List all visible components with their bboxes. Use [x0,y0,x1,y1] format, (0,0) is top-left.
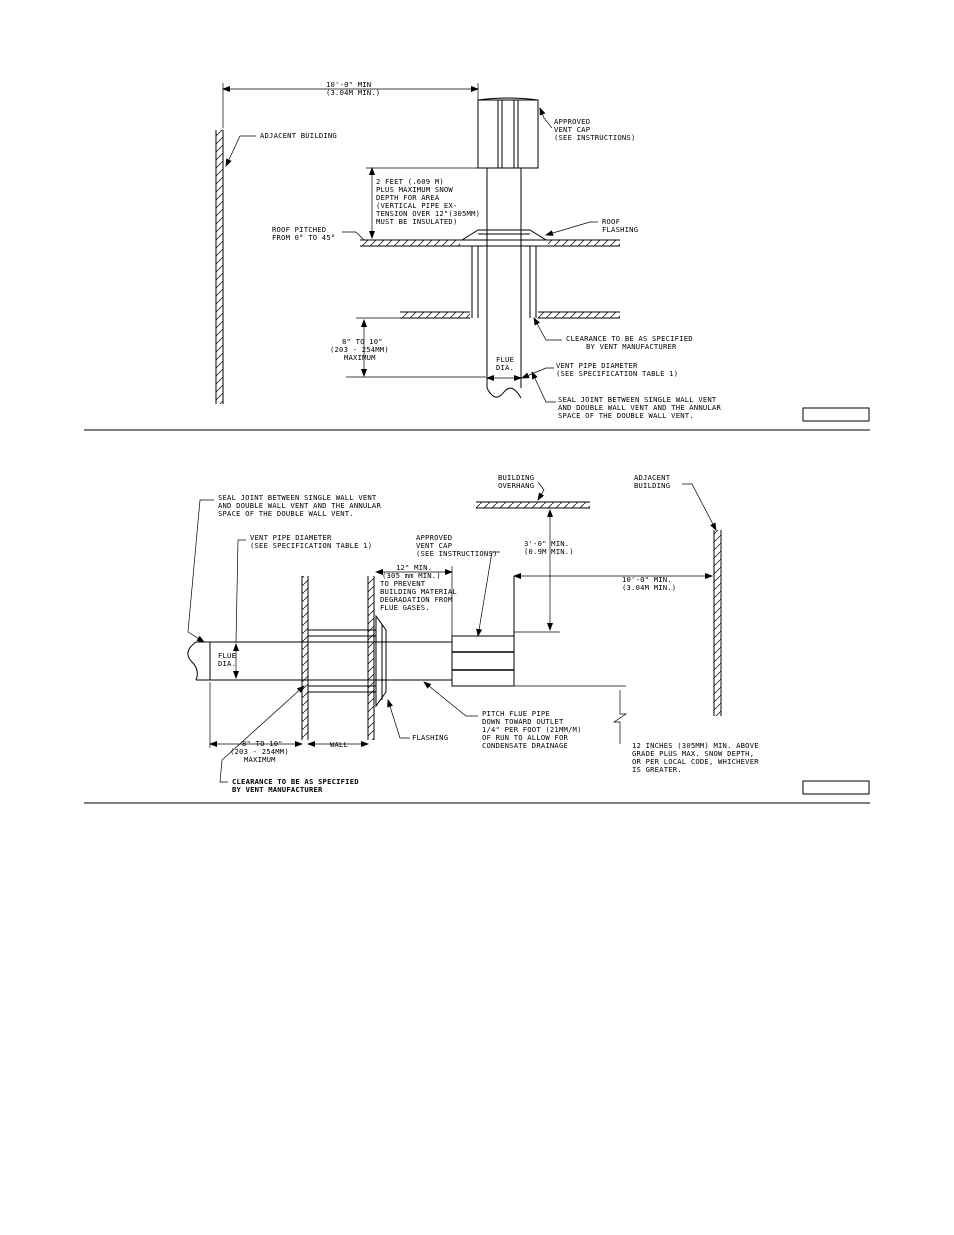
roof-flashing-1 [460,229,548,241]
dimension-8to10-1 [346,317,486,378]
vertical-vent-diagram: 10'-0" MIN(3.04M MIN.) ADJACENT BUILDING… [215,80,870,422]
ten-ft-label-2: 10'-0" MIN.(3.04M MIN.) [622,575,676,592]
adjacent-building-wall-1 [215,130,224,404]
clearance-lines-2 [375,509,713,744]
dimension-8to10-2 [209,682,369,748]
roof-1 [360,239,620,247]
eight-to-ten-label-2: 8" TO 10"(203 - 254MM)MAXIMUM [230,739,289,764]
eight-to-ten-label-1: 8" TO 10"(203 - 254MM)MAXIMUM [330,337,389,362]
adjacent-building-label-1: ADJACENT BUILDING [260,131,337,140]
wall-2 [301,576,375,740]
dimension-2ft-1 [366,167,486,239]
figure-number-box-1 [802,407,870,422]
leaders-1 [225,107,598,403]
vent-pipe-diameter-label-2: VENT PIPE DIAMETER(SEE SPECIFICATION TAB… [250,533,372,550]
three-ft-label-2: 3'-0" MIN.(0.9M MIN.) [524,539,574,556]
double-wall-section-2 [308,629,376,693]
vent-pipe-2 [187,641,452,681]
ceiling-1 [400,311,620,319]
dim-10ft-label-1: 10'-0" MIN(3.04M MIN.) [326,80,380,97]
building-overhang-2 [476,501,590,509]
leaders-2 [187,481,717,783]
dimension-10ft-1 [222,83,479,128]
vent-pipe-1 [486,168,522,399]
vent-pipe-diameter-label-1: VENT PIPE DIAMETER(SEE SPECIFICATION TAB… [556,361,678,378]
flashing-2 [375,614,387,708]
wall-label-2: WALL [330,740,348,749]
figure-number-box-2 [802,780,870,795]
vent-cap-1 [477,97,539,169]
flashing-label-2: FLASHING [412,733,448,742]
vent-cap-2 [451,576,515,687]
adjacent-building-wall-2 [713,530,722,716]
double-wall-section-1 [471,246,537,318]
